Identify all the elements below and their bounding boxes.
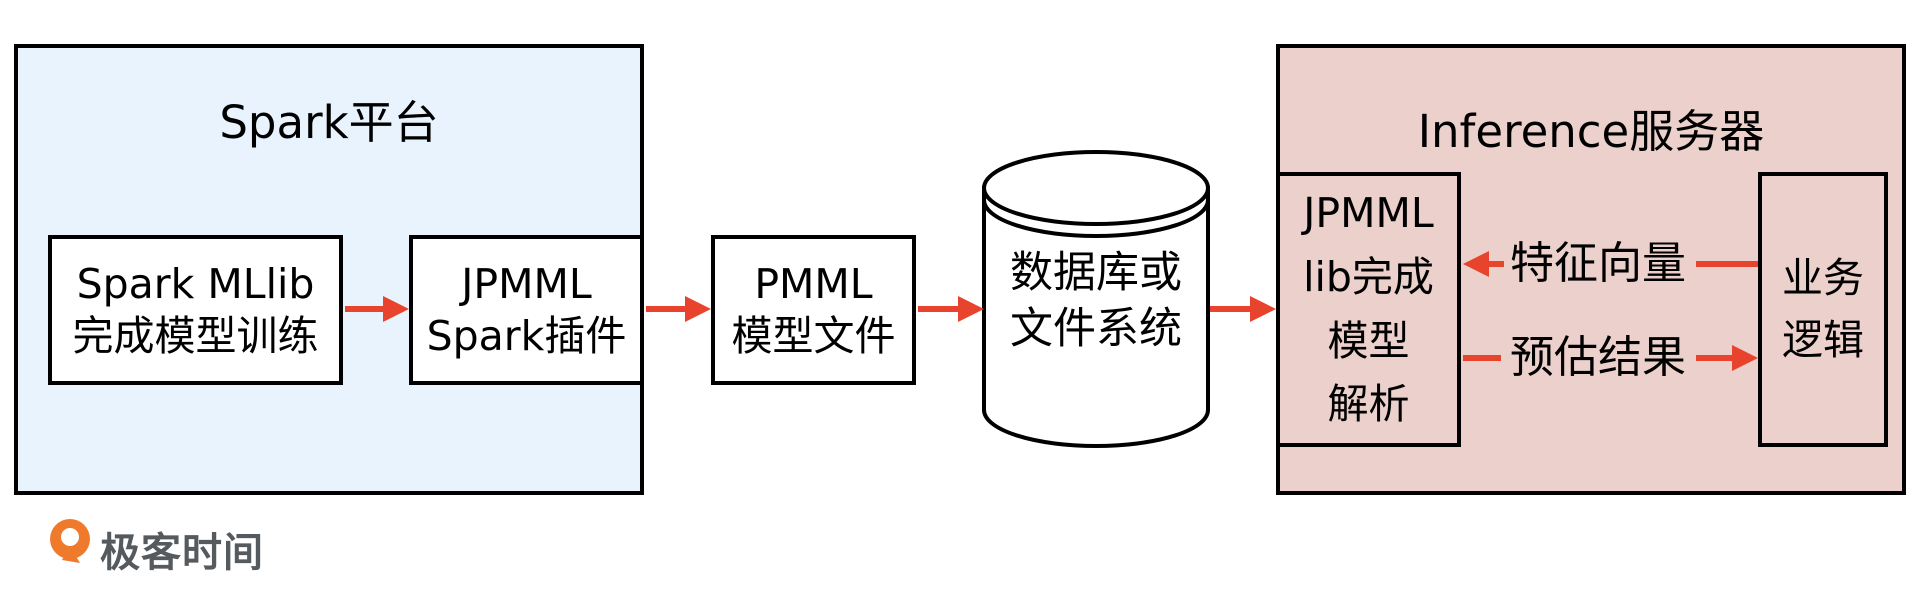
arrow-plugin-to-pmml bbox=[646, 296, 711, 322]
parse-line1: JPMML bbox=[1303, 189, 1434, 238]
arrow-mllib-to-plugin bbox=[345, 296, 409, 322]
jpmml-spark-plugin-box: JPMML Spark插件 bbox=[409, 235, 644, 385]
jpmml-spark-line2: Spark插件 bbox=[426, 312, 627, 360]
spark-mllib-line2: 完成模型训练 bbox=[72, 312, 319, 360]
jpmml-lib-parse-box: JPMML lib完成 模型 解析 bbox=[1276, 172, 1461, 447]
spark-mllib-box: Spark MLlib 完成模型训练 bbox=[48, 235, 343, 385]
jpmml-spark-line1: JPMML bbox=[461, 259, 592, 308]
feature-vector-label: 特征向量 bbox=[1510, 238, 1686, 289]
arrow-feature-vector bbox=[1463, 251, 1758, 277]
storage-line2: 文件系统 bbox=[1010, 303, 1182, 354]
arrow-estimate-result bbox=[1463, 345, 1758, 371]
parse-line4: 解析 bbox=[1327, 380, 1410, 429]
spark-platform-title: Spark平台 bbox=[219, 96, 439, 149]
business-line2: 逻辑 bbox=[1782, 315, 1864, 364]
pmml-line2: 模型文件 bbox=[731, 312, 896, 360]
storage-label: 数据库或 文件系统 bbox=[984, 246, 1208, 358]
arrow-pmml-to-storage bbox=[918, 296, 984, 322]
business-logic-box: 业务 逻辑 bbox=[1758, 172, 1888, 447]
arrow-storage-to-inference bbox=[1210, 296, 1276, 322]
estimate-result-label: 预估结果 bbox=[1510, 332, 1686, 383]
pmml-line1: PMML bbox=[754, 259, 873, 308]
parse-line2: lib完成 bbox=[1303, 252, 1434, 301]
pmml-model-file-box: PMML 模型文件 bbox=[711, 235, 916, 385]
geektime-logo-icon bbox=[50, 519, 90, 563]
business-line1: 业务 bbox=[1782, 254, 1864, 302]
spark-mllib-line1: Spark MLlib bbox=[76, 259, 315, 308]
inference-server-title: Inference服务器 bbox=[1417, 105, 1765, 158]
geektime-logo-text: 极客时间 bbox=[100, 530, 264, 576]
storage-line1: 数据库或 bbox=[1010, 248, 1182, 298]
database-cylinder-shape bbox=[982, 150, 1210, 448]
inference-server-panel: Inference服务器 bbox=[1276, 44, 1906, 495]
parse-line3: 模型 bbox=[1327, 316, 1410, 365]
